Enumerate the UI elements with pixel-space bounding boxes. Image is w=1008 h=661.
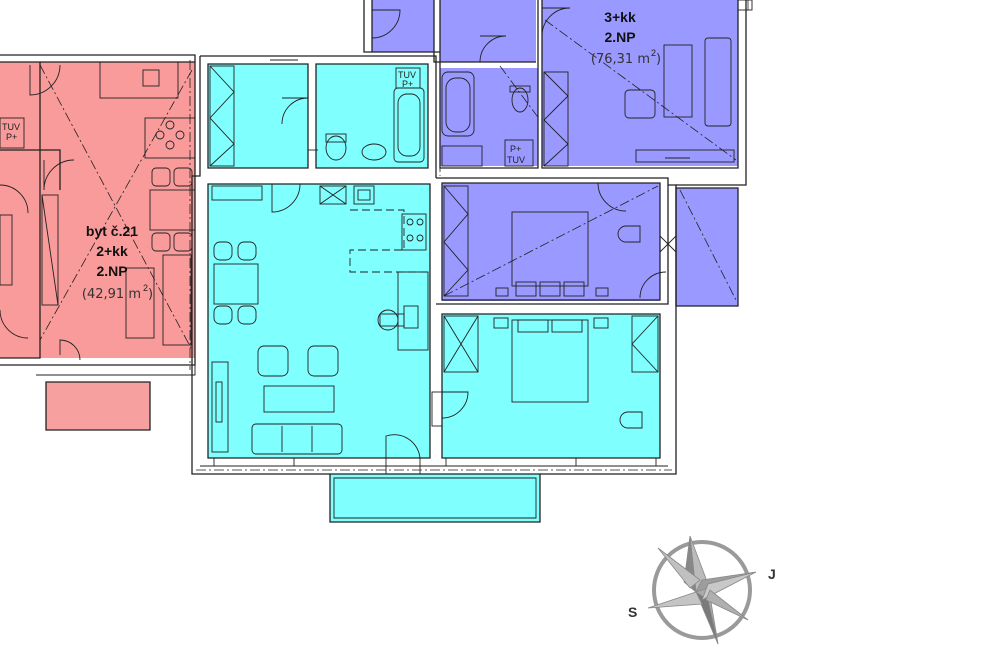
apartment-19-living-room — [542, 0, 738, 166]
apartment-19-floor: 2.NP — [604, 29, 635, 45]
center-bedroom — [442, 314, 660, 458]
apartment-19-pt-label-line2: TUV — [507, 155, 525, 165]
apartment-21-tuv-label-line1: TUV — [2, 122, 20, 132]
apartment-21-name: byt č.21 — [86, 223, 138, 239]
center-tuv-label-line2: P+ — [402, 79, 413, 89]
apartment-21-area: (42,91 m — [82, 287, 141, 302]
apartment-19-corridor — [440, 0, 536, 62]
apartment-19-loggia — [676, 188, 738, 306]
apartment-19: P+ TUV 3+kk — [363, 0, 753, 310]
center-living-room — [208, 184, 430, 458]
apartment-center: TUV P+ — [191, 55, 677, 523]
apartment-21-balcony — [46, 382, 150, 430]
apartment-21-area-close: ) — [148, 287, 153, 302]
compass-star — [647, 535, 757, 645]
apartment-21-floor: 2.NP — [96, 263, 127, 279]
compass-rose: S J — [628, 535, 776, 645]
apartment-19-area: (76,31 m — [591, 52, 650, 67]
compass-ring — [652, 540, 752, 640]
center-bathroom — [316, 64, 428, 168]
apartment-19-bathroom — [440, 68, 538, 166]
apartment-19-hall — [372, 0, 434, 52]
apartment-19-pt-label-line1: P+ — [510, 144, 521, 154]
apartment-21-area-superscript: 2 — [143, 283, 148, 293]
apartment-19-type: 3+kk — [604, 9, 636, 25]
compass-label-s: S — [628, 604, 637, 620]
apartment-19-area-superscript: 2 — [651, 48, 656, 58]
center-tuv-label-line1: TUV — [398, 70, 416, 80]
apartment-21: TUV P+ byt č.21 2+kk 2.NP (42,91 m 2 ) — [0, 54, 196, 431]
compass-label-j: J — [768, 566, 776, 582]
apartment-21-type: 2+kk — [96, 243, 128, 259]
apartment-21-tuv-label-line2: P+ — [6, 132, 17, 142]
center-balcony — [330, 474, 540, 522]
apartment-19-area-close: ) — [656, 52, 661, 67]
apartment-21-room-west — [0, 62, 40, 358]
